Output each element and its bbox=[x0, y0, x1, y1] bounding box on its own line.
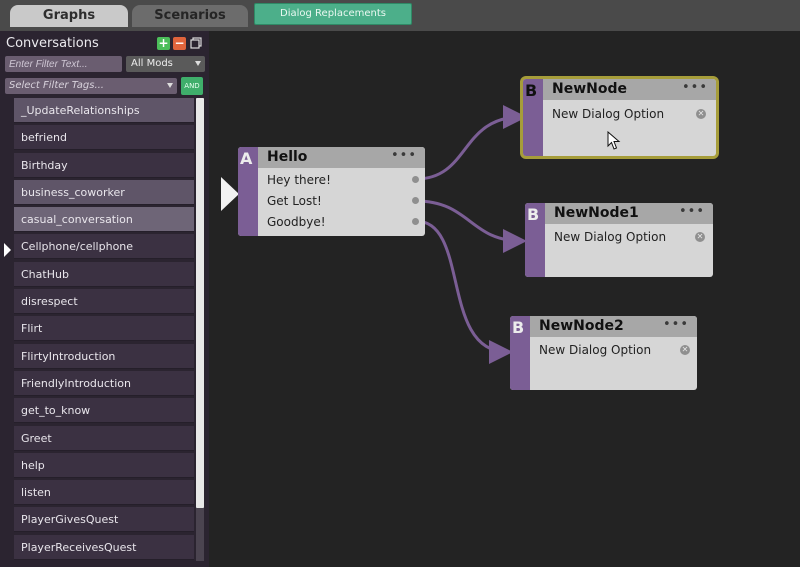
conversations-sidebar: Conversations + − All Mods Select Filter… bbox=[0, 31, 209, 567]
remove-option-icon[interactable]: ✕ bbox=[680, 345, 690, 355]
output-port[interactable] bbox=[412, 197, 419, 204]
edge-goodbye-to-newnode2 bbox=[415, 219, 513, 364]
edge-get-lost-to-newnode1 bbox=[415, 199, 527, 253]
dialog-option[interactable]: New Dialog Option bbox=[539, 343, 652, 357]
conversation-list-item[interactable]: PlayerReceivesQuest bbox=[14, 534, 194, 560]
node-letter: B bbox=[525, 81, 538, 100]
copy-icon[interactable] bbox=[190, 37, 202, 49]
node-letter: A bbox=[240, 149, 253, 168]
conversation-list-item[interactable]: help bbox=[14, 452, 194, 478]
dialog-option[interactable]: New Dialog Option bbox=[552, 107, 665, 121]
node-newnode2[interactable]: B NewNode2 ••• New Dialog Option ✕ bbox=[510, 316, 697, 390]
node-title: Hello bbox=[267, 149, 308, 165]
conversation-list-item[interactable]: business_coworker bbox=[14, 179, 194, 205]
and-toggle-button[interactable]: AND bbox=[181, 77, 203, 95]
node-strip bbox=[523, 79, 543, 156]
dialog-option[interactable]: Goodbye! bbox=[267, 215, 326, 229]
conversation-list-item[interactable]: Greet bbox=[14, 425, 194, 451]
menu-dots-icon[interactable]: ••• bbox=[662, 317, 689, 332]
filter-tags-dropdown[interactable]: Select Filter Tags... bbox=[5, 78, 177, 94]
dialog-option[interactable]: Hey there! bbox=[267, 173, 331, 187]
dialog-option[interactable]: New Dialog Option bbox=[554, 230, 667, 244]
node-hello[interactable]: A Hello ••• Hey there! Get Lost! Goodbye… bbox=[238, 147, 425, 236]
conversation-list-item[interactable]: Birthday bbox=[14, 152, 194, 178]
node-title: NewNode bbox=[552, 81, 627, 97]
conversation-list-item[interactable]: Cellphone/cellphone bbox=[14, 234, 194, 260]
output-port[interactable] bbox=[412, 176, 419, 183]
menu-dots-icon[interactable]: ••• bbox=[390, 148, 417, 163]
node-letter: B bbox=[512, 318, 525, 337]
edge-hey-there-to-newnode bbox=[415, 105, 527, 181]
remove-option-icon[interactable]: ✕ bbox=[695, 232, 705, 242]
mouse-cursor-icon bbox=[607, 131, 621, 150]
tab-underline bbox=[0, 27, 800, 31]
conversation-list-item[interactable]: FriendlyIntroduction bbox=[14, 370, 194, 396]
conversation-list-item[interactable]: _UpdateRelationships bbox=[14, 98, 194, 123]
entry-point-arrow bbox=[221, 177, 239, 211]
conversation-list-item[interactable]: befriend bbox=[14, 125, 194, 151]
mods-dropdown[interactable]: All Mods bbox=[126, 56, 205, 72]
menu-dots-icon[interactable]: ••• bbox=[681, 80, 708, 95]
conversations-title: Conversations bbox=[6, 36, 99, 51]
node-letter: B bbox=[527, 205, 540, 224]
conversation-list-item[interactable]: FlirtyIntroduction bbox=[14, 343, 194, 369]
conversation-list-item[interactable]: disrespect bbox=[14, 289, 194, 315]
node-title: NewNode2 bbox=[539, 318, 624, 334]
add-icon[interactable]: + bbox=[157, 36, 170, 50]
node-title: NewNode1 bbox=[554, 205, 639, 221]
conversation-list-item[interactable]: get_to_know bbox=[14, 398, 194, 424]
node-newnode[interactable]: B NewNode ••• New Dialog Option ✕ bbox=[523, 79, 716, 156]
dialog-option[interactable]: Get Lost! bbox=[267, 194, 322, 208]
menu-dots-icon[interactable]: ••• bbox=[678, 204, 705, 219]
node-header[interactable] bbox=[258, 147, 425, 168]
selected-item-marker bbox=[4, 243, 11, 257]
node-strip bbox=[238, 147, 258, 236]
node-header[interactable] bbox=[530, 316, 697, 337]
filter-tags-placeholder: Select Filter Tags... bbox=[9, 80, 104, 91]
conversation-list-item[interactable]: listen bbox=[14, 480, 194, 506]
filter-text-input[interactable] bbox=[5, 56, 122, 72]
node-strip bbox=[510, 316, 530, 390]
mods-dropdown-value: All Mods bbox=[131, 58, 173, 69]
dialog-replacements-button[interactable]: Dialog Replacements bbox=[254, 3, 412, 25]
tab-scenarios[interactable]: Scenarios bbox=[132, 5, 248, 27]
node-header[interactable] bbox=[543, 79, 716, 100]
conversation-list-item[interactable]: Flirt bbox=[14, 316, 194, 342]
node-newnode1[interactable]: B NewNode1 ••• New Dialog Option ✕ bbox=[525, 203, 713, 277]
conversation-list-item[interactable]: PlayerGivesQuest bbox=[14, 507, 194, 533]
node-header[interactable] bbox=[545, 203, 713, 224]
remove-option-icon[interactable]: ✕ bbox=[696, 109, 706, 119]
output-port[interactable] bbox=[412, 218, 419, 225]
scrollbar-thumb[interactable] bbox=[196, 98, 204, 508]
remove-icon[interactable]: − bbox=[173, 36, 186, 50]
node-strip bbox=[525, 203, 545, 277]
conversation-list-item[interactable]: ChatHub bbox=[14, 261, 194, 287]
dropdown-caret-icon bbox=[167, 83, 173, 88]
conversation-list-item[interactable]: casual_conversation bbox=[14, 207, 194, 233]
dropdown-caret-icon bbox=[195, 61, 201, 66]
tab-graphs[interactable]: Graphs bbox=[10, 5, 128, 27]
